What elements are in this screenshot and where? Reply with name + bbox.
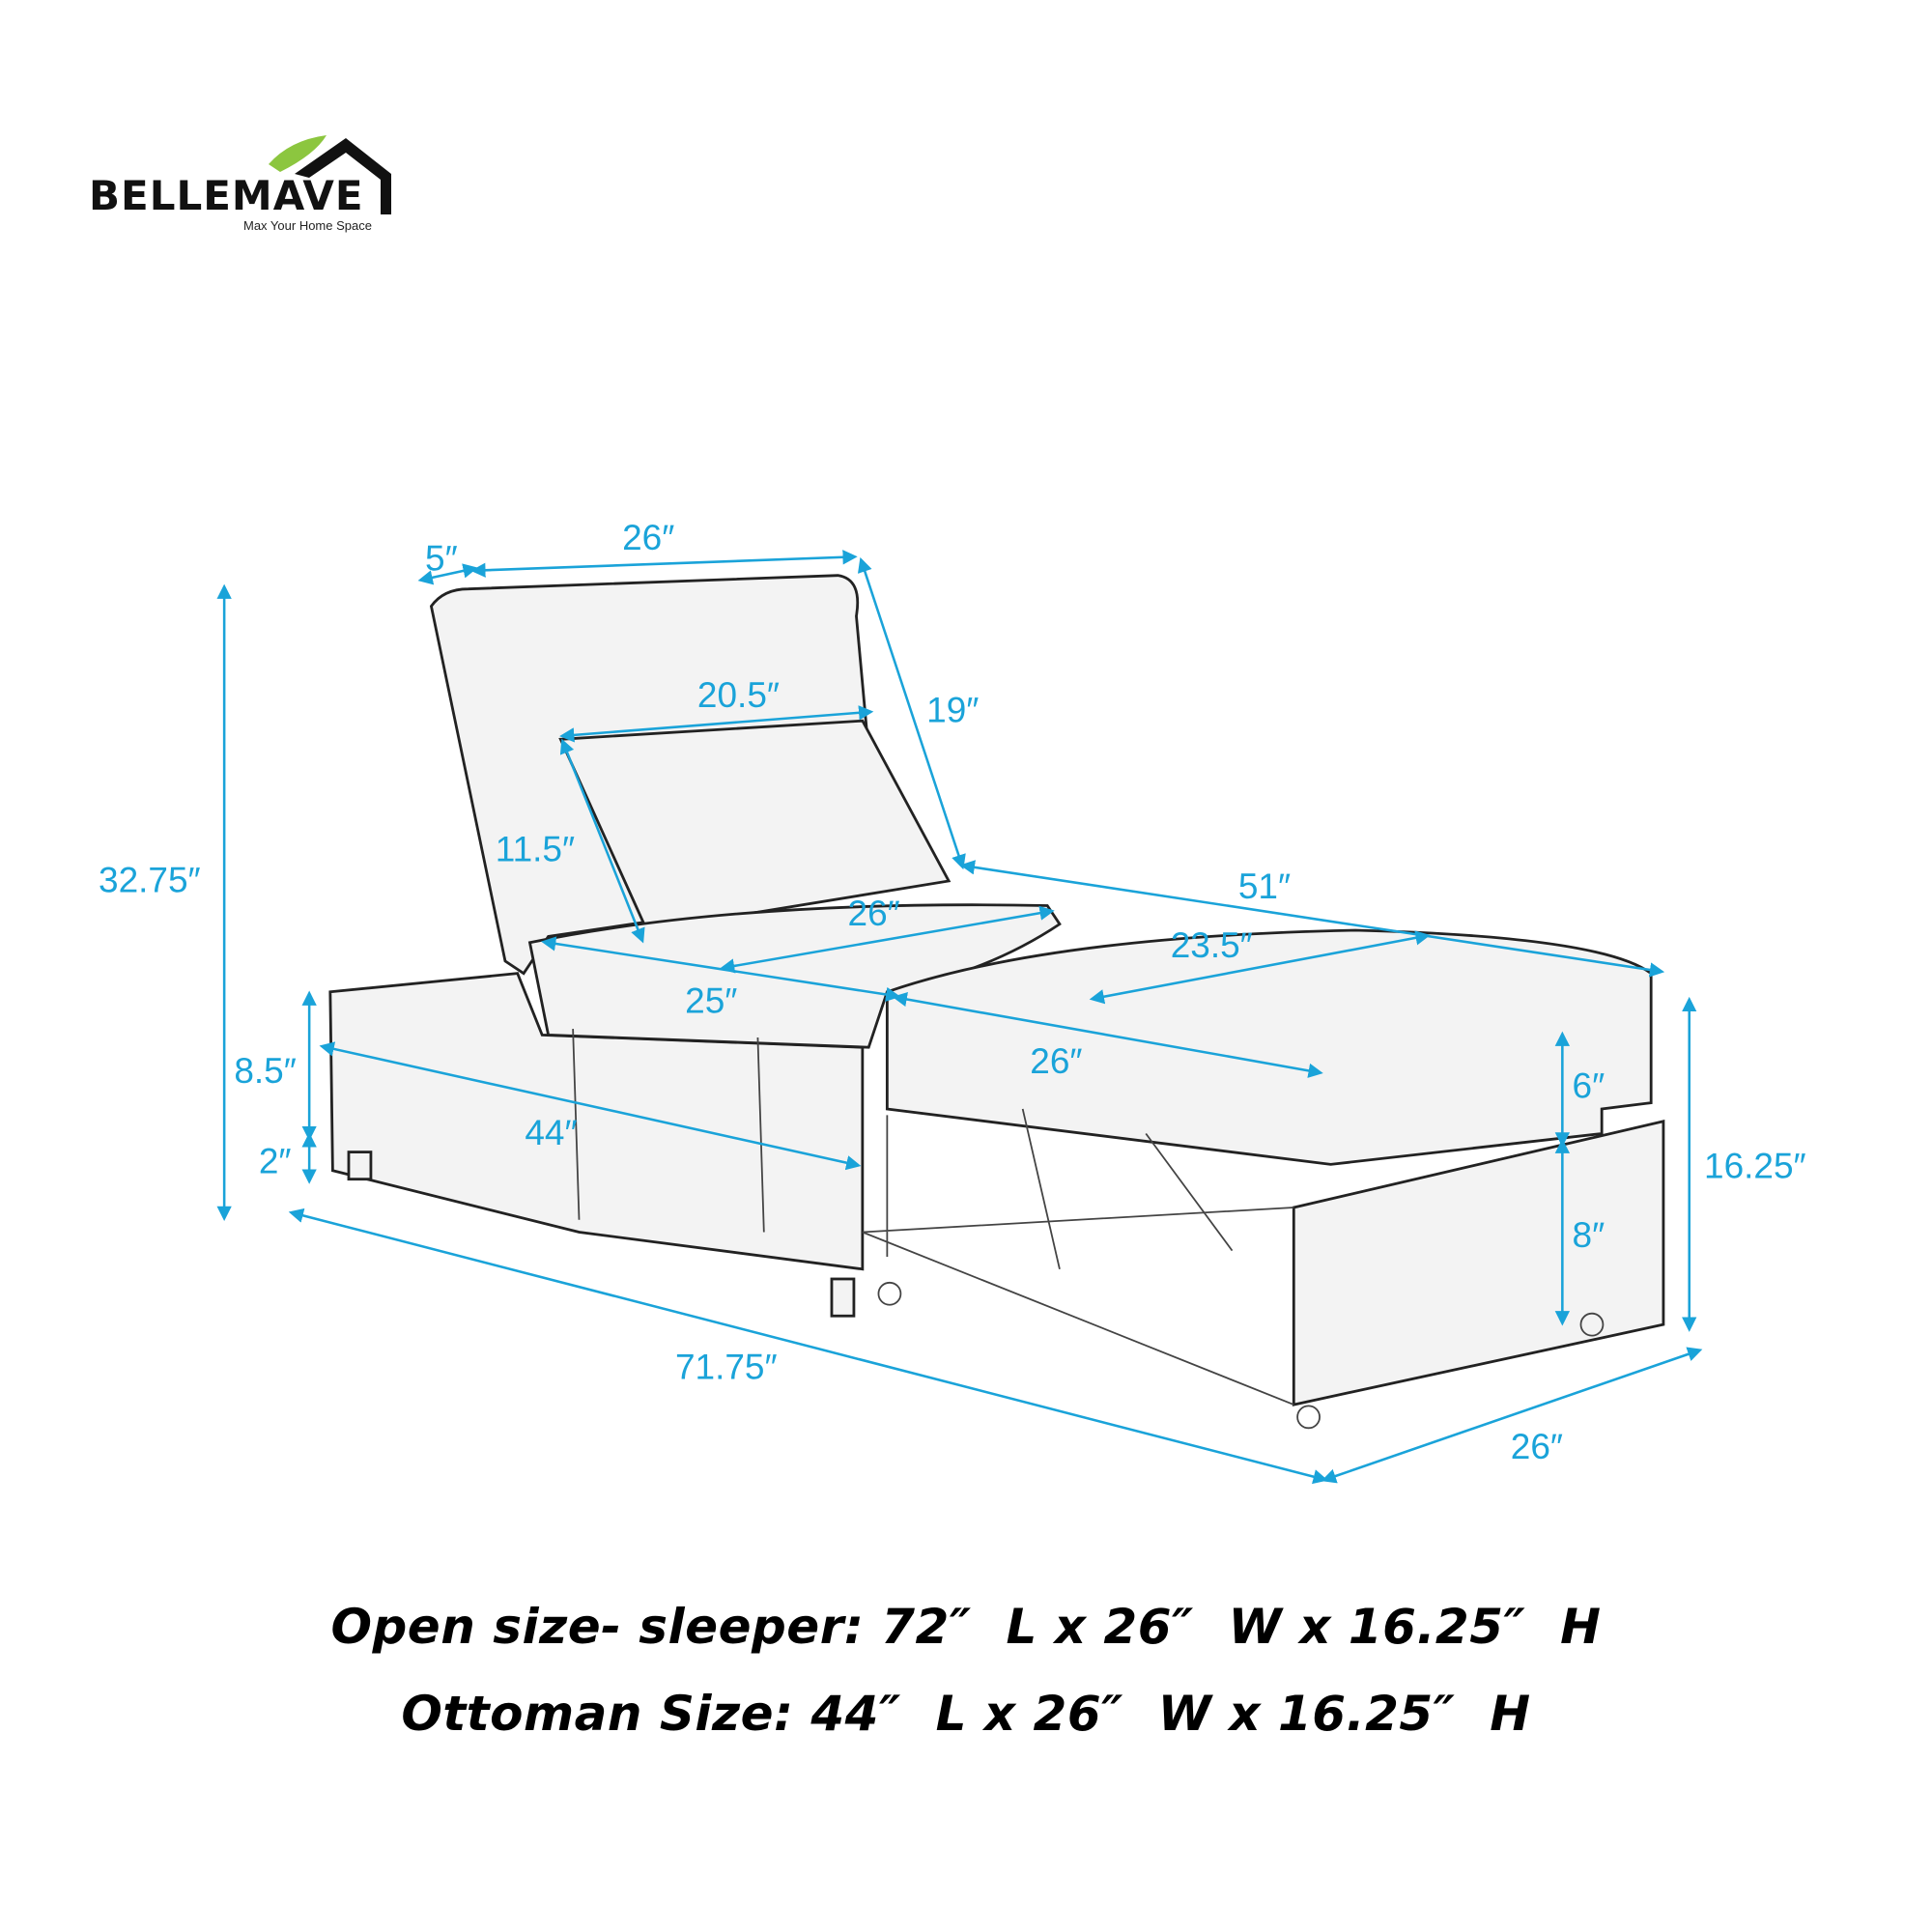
dim-seat-width: 26″ <box>848 894 900 933</box>
dim-frame-height: 8″ <box>1573 1215 1605 1255</box>
dim-ottoman-length: 44″ <box>525 1113 577 1152</box>
caster-wheel <box>877 1281 902 1306</box>
dim-backrest-height: 19″ <box>926 690 979 729</box>
sofa-drawing <box>328 574 1665 1430</box>
caster-wheel <box>1579 1312 1605 1337</box>
dimension-labels: 5″ 26″ 19″ 20.5″ 11.5″ 32.75″ 51″ 26″ 25… <box>99 518 1806 1466</box>
dim-footrest-width: 26″ <box>1030 1041 1082 1081</box>
dim-cushion-height: 6″ <box>1573 1065 1605 1105</box>
dim-footrest-depth: 23.5″ <box>1171 925 1253 965</box>
house-leaf-icon <box>269 135 391 214</box>
ottoman-size-caption: Ottoman Size: 44″ L x 26″ W x 16.25″ H <box>401 1686 1531 1742</box>
dim-overall-height: 16.25″ <box>1704 1146 1806 1185</box>
frame-rails <box>862 1108 1294 1406</box>
dim-seat-depth: 25″ <box>685 980 737 1020</box>
footrest-front-panel <box>1292 1119 1665 1406</box>
dim-total-width: 26″ <box>1511 1427 1563 1466</box>
dim-pillow-width: 20.5″ <box>697 675 780 715</box>
dim-total-length: 71.75″ <box>675 1347 778 1386</box>
open-size-caption: Open size- sleeper: 72″ L x 26″ W x 16.2… <box>330 1599 1602 1655</box>
dim-base-height: 8.5″ <box>234 1051 296 1091</box>
caster-wheel <box>1296 1405 1321 1430</box>
dimension-arrows <box>216 550 1703 1485</box>
leg <box>347 1151 373 1181</box>
leg <box>830 1277 856 1318</box>
dim-open-length: 51″ <box>1238 867 1291 906</box>
dim-pillow-height: 11.5″ <box>496 830 575 869</box>
brand-tagline: Max Your Home Space <box>243 218 372 233</box>
dim-backrest-width: 26″ <box>622 518 674 557</box>
dim-total-height: 32.75″ <box>99 860 201 899</box>
dim-leg-height: 2″ <box>259 1141 292 1180</box>
dim-backrest-depth: 5″ <box>425 539 458 579</box>
brand-name: BELLEMAVE <box>89 172 364 219</box>
